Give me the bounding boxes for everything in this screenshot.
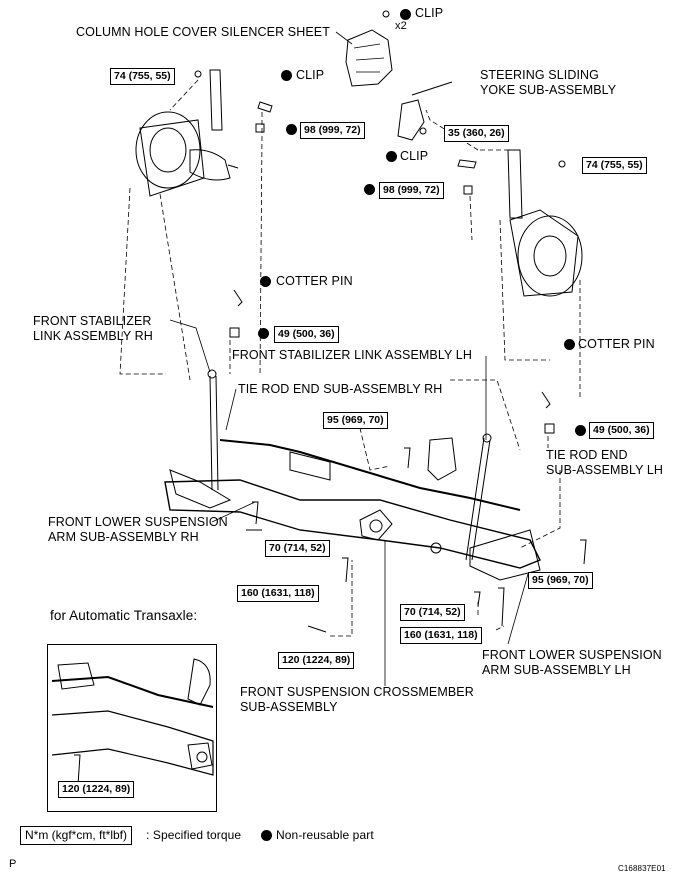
- steering-sliding-label-2: YOKE SUB-ASSEMBLY: [480, 83, 617, 97]
- non-reusable-dot-98-top: [286, 124, 297, 135]
- legend-torque-unit: N*m (kgf*cm, ft*lbf): [20, 826, 133, 845]
- stab-link-rh-label-1: FRONT STABILIZER: [33, 314, 152, 328]
- non-reusable-dot-49-rh: [258, 328, 269, 339]
- clip-top-label: CLIP: [415, 6, 444, 20]
- non-reusable-dot-clip-top: [400, 9, 411, 20]
- corner-left-label: P: [9, 858, 17, 870]
- tie-rod-lh-label-2: SUB-ASSEMBLY LH: [546, 463, 664, 477]
- torque-120-main: 120 (1224, 89): [278, 652, 355, 669]
- inset-diagram: [51, 658, 214, 786]
- non-reusable-dot-cotter-lh: [564, 339, 575, 350]
- automatic-transaxle-label: for Automatic Transaxle:: [50, 608, 198, 623]
- lower-arm-rh-label-1: FRONT LOWER SUSPENSION: [48, 515, 228, 529]
- non-reusable-dot-49-lh: [575, 425, 586, 436]
- lower-arm-rh-label-2: ARM SUB-ASSEMBLY RH: [48, 530, 199, 544]
- torque-70-left: 70 (714, 52): [265, 540, 330, 557]
- corner-right-label: C168837E01: [618, 864, 666, 873]
- silencer-sheet-shape: [345, 29, 393, 87]
- legend-non-reusable-dot: [261, 830, 272, 841]
- column-hole-label: COLUMN HOLE COVER SILENCER SHEET: [76, 25, 330, 39]
- torque-74-right: 74 (755, 55): [582, 157, 647, 174]
- non-reusable-dot-clip-mid: [386, 151, 397, 162]
- torque-95-top: 95 (969, 70): [323, 412, 388, 429]
- crossmember-label-1: FRONT SUSPENSION CROSSMEMBER: [240, 685, 474, 699]
- stab-link-lh-label: FRONT STABILIZER LINK ASSEMBLY LH: [232, 348, 472, 362]
- crossmember-label-2: SUB-ASSEMBLY: [240, 700, 338, 714]
- torque-160-left: 160 (1631, 118): [237, 585, 319, 602]
- torque-120-inset: 120 (1224, 89): [58, 781, 135, 798]
- torque-95-right: 95 (969, 70): [528, 572, 593, 589]
- torque-98-top: 98 (999, 72): [300, 122, 365, 139]
- torque-49-rh: 49 (500, 36): [274, 326, 339, 343]
- torque-49-lh: 49 (500, 36): [589, 422, 654, 439]
- stab-link-rh-label-2: LINK ASSEMBLY RH: [33, 329, 153, 343]
- knuckle-lh-shape: [507, 149, 583, 297]
- steering-rack-shape: [219, 439, 521, 511]
- non-reusable-dot-clip-left: [281, 70, 292, 81]
- lower-arm-lh-label-1: FRONT LOWER SUSPENSION: [482, 648, 662, 662]
- sliding-yoke-shape: [397, 99, 425, 141]
- non-reusable-dot-98-mid: [364, 184, 375, 195]
- clip-mid-label: CLIP: [400, 149, 429, 163]
- legend-non-reusable-label: Non-reusable part: [276, 828, 374, 842]
- cotter-pin-lh-label: COTTER PIN: [578, 337, 655, 351]
- lower-arm-lh-label-2: ARM SUB-ASSEMBLY LH: [482, 663, 631, 677]
- non-reusable-dot-cotter-rh: [260, 276, 271, 287]
- x2-label: x2: [395, 20, 407, 32]
- torque-35: 35 (360, 26): [444, 125, 509, 142]
- tie-rod-rh-label: TIE ROD END SUB-ASSEMBLY RH: [238, 382, 443, 396]
- clip-left-label: CLIP: [296, 68, 325, 82]
- torque-70-right: 70 (714, 52): [400, 604, 465, 621]
- automatic-transaxle-inset: [47, 644, 217, 812]
- steering-sliding-label-1: STEERING SLIDING: [480, 68, 599, 82]
- cotter-pin-rh-label: COTTER PIN: [276, 274, 353, 288]
- tie-rod-lh-label-1: TIE ROD END: [546, 448, 628, 462]
- torque-98-mid: 98 (999, 72): [379, 182, 444, 199]
- legend-torque-desc: : Specified torque: [146, 828, 242, 842]
- torque-160-right: 160 (1631, 118): [400, 627, 482, 644]
- crossmember-shape: [164, 479, 541, 569]
- torque-74-left: 74 (755, 55): [110, 68, 175, 85]
- knuckle-rh-shape: [135, 69, 239, 197]
